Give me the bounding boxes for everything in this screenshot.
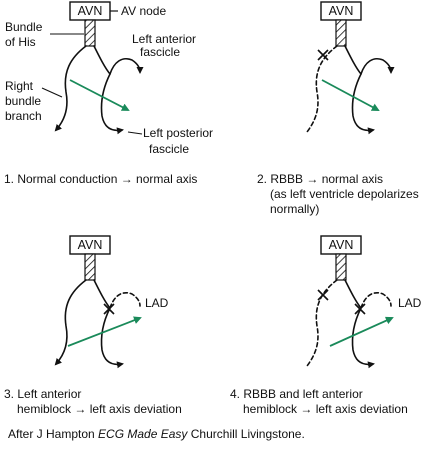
left-posterior-fascicle (100, 307, 124, 369)
left-anterior-fascicle (344, 45, 395, 75)
caption-2-line-3: normally) (270, 202, 319, 216)
right-bundle-branch (54, 45, 87, 132)
bundle-of-his (84, 19, 96, 47)
right-bundle-label-2: bundle (5, 94, 41, 108)
avn-label: AVN (78, 238, 103, 252)
credit-suffix: Churchill Livingstone. (187, 427, 305, 441)
axis-arrow (67, 316, 142, 347)
right-bundle-branch (54, 279, 87, 366)
credit-book-title: ECG Made Easy (98, 427, 188, 441)
caption-1-line-1: 1. Normal conduction → normal axis (4, 172, 197, 186)
left-posterior-label-2: fascicle (149, 142, 189, 156)
right-bundle-label-3: branch (5, 109, 42, 123)
panel-4-rbbb-and-hemiblock: AVN LAD (306, 235, 422, 369)
blocked-right-bundle-branch (306, 279, 338, 367)
source-credit: After J Hampton ECG Made Easy Churchill … (8, 427, 436, 441)
panel-1-normal-conduction: AVN AV node Bundle of His Left anterior … (5, 1, 213, 156)
bundle-of-his (335, 253, 347, 281)
axis-arrow (321, 79, 380, 111)
left-posterior-label-1: Left posterior (143, 126, 213, 140)
caption-3-line-2: hemiblock → left axis deviation (17, 402, 182, 416)
avn-label: AVN (329, 4, 354, 18)
left-anterior-fascicle (93, 45, 144, 75)
panel-2-rbbb: AVN (306, 1, 395, 135)
avn-label: AVN (329, 238, 354, 252)
avn-label: AVN (78, 4, 103, 18)
right-bundle-leader (41, 87, 63, 98)
av-node-label: AV node (121, 4, 166, 18)
left-anterior-label-1: Left anterior (132, 32, 196, 46)
caption-4-line-1: 4. RBBB and left anterior (230, 387, 363, 401)
blocked-left-anterior-fascicle (360, 292, 392, 309)
left-posterior-leader (127, 131, 143, 135)
left-bundle-stem (344, 279, 362, 309)
bundle-of-his-label-1: Bundle (5, 20, 43, 34)
bundle-of-his-label-2: of His (5, 35, 36, 49)
caption-2-line-1: 2. RBBB → normal axis (257, 172, 383, 186)
left-anterior-label-2: fascicle (140, 45, 180, 59)
credit-prefix: After J Hampton (8, 427, 99, 441)
bundle-of-his (335, 19, 347, 47)
bundle-of-his (84, 253, 96, 281)
left-posterior-fascicle (351, 307, 375, 369)
axis-arrow (329, 316, 394, 347)
lad-label: LAD (145, 296, 169, 310)
block-mark-right (317, 289, 329, 301)
left-posterior-fascicle (351, 73, 375, 135)
panel-3-left-anterior-hemiblock: AVN LAD (54, 235, 169, 369)
block-mark (317, 49, 329, 61)
caption-3-line-1: 3. Left anterior (4, 387, 81, 401)
blocked-right-bundle-branch (306, 45, 338, 133)
left-posterior-fascicle (100, 73, 124, 135)
caption-4-line-2: hemiblock → left axis deviation (243, 402, 408, 416)
left-bundle-stem (93, 279, 111, 309)
lad-label: LAD (398, 296, 422, 310)
blocked-left-anterior-fascicle (109, 292, 141, 309)
right-bundle-label-1: Right (5, 79, 34, 93)
axis-arrow (69, 79, 130, 111)
caption-2-line-2: (as left ventricle depolarizes (270, 187, 419, 201)
